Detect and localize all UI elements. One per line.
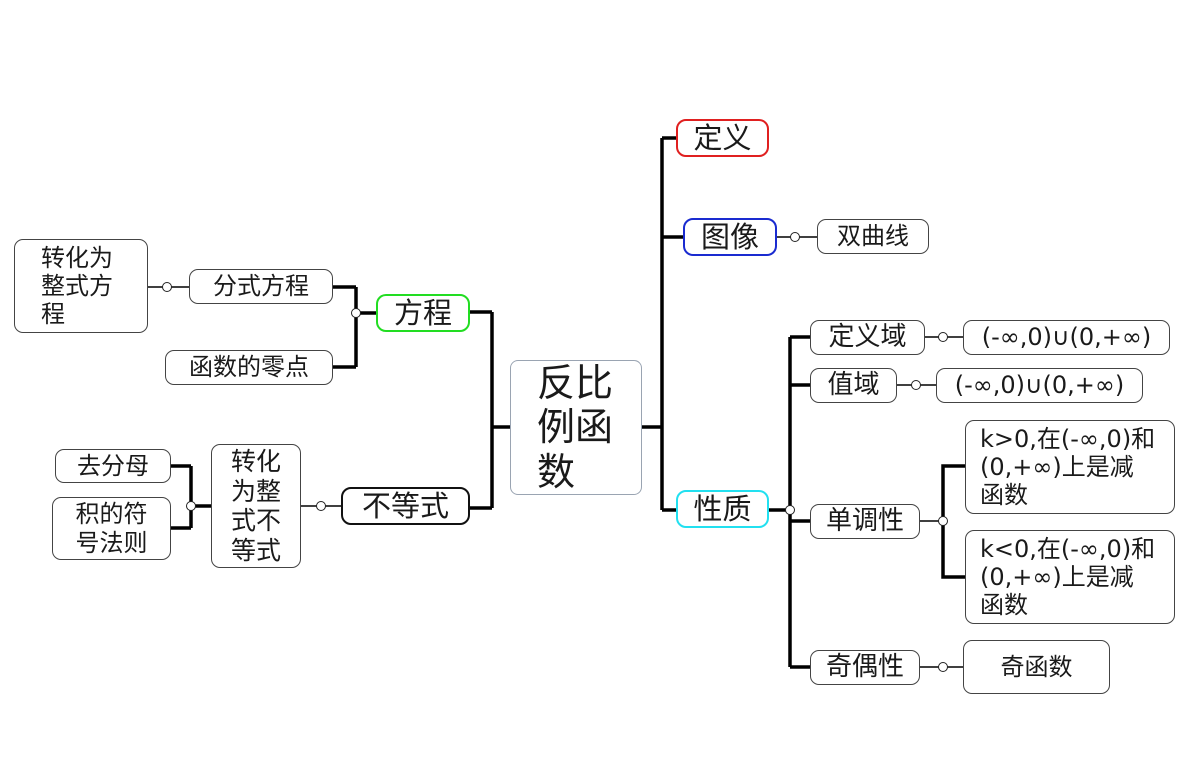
monotonicity-connector (941, 464, 965, 579)
parity-value: 奇函数 (1000, 652, 1073, 681)
monotonicity-k-negative-text: k<0,在(-∞,0)和 (0,+∞)上是减 函数 (980, 534, 1156, 620)
inequality-collapse-dot[interactable] (316, 501, 326, 511)
range-value: (-∞,0)∪(0,+∞) (954, 371, 1125, 400)
properties-label: 性质 (693, 491, 752, 526)
domain-collapse-dot[interactable] (938, 332, 948, 342)
properties-connector (769, 335, 810, 669)
properties-node[interactable]: 性质 (676, 490, 769, 528)
product-sign-rule-node[interactable]: 积的符 号法则 (52, 497, 171, 560)
inequality-node[interactable]: 不等式 (341, 487, 470, 525)
convert-to-polynomial-inequality-text: 转化 为整 式不 等式 (230, 447, 281, 565)
root-label: 反比例函数 (537, 361, 614, 494)
definition-label: 定义 (693, 120, 752, 155)
inequality-left-connector (171, 464, 211, 530)
range-node[interactable]: 值域 (810, 368, 897, 403)
remove-denominator-node[interactable]: 去分母 (55, 449, 171, 483)
graph-node[interactable]: 图像 (683, 218, 777, 256)
hyperbola-label: 双曲线 (837, 222, 909, 251)
remove-denominator-label: 去分母 (77, 451, 149, 480)
parity-value-node[interactable]: 奇函数 (963, 640, 1110, 694)
fractional-equation-label: 分式方程 (213, 272, 309, 301)
monotonicity-k-positive-node[interactable]: k>0,在(-∞,0)和 (0,+∞)上是减 函数 (965, 420, 1175, 514)
definition-node[interactable]: 定义 (676, 119, 769, 157)
parity-label: 奇偶性 (825, 652, 904, 683)
hyperbola-node[interactable]: 双曲线 (817, 219, 929, 254)
root-node[interactable]: 反比例函数 (510, 360, 642, 495)
range-label: 值域 (827, 370, 880, 401)
monotonicity-k-positive-text: k>0,在(-∞,0)和 (0,+∞)上是减 函数 (980, 424, 1156, 510)
domain-label: 定义域 (828, 322, 907, 353)
equation-connector (333, 285, 376, 369)
monotonicity-node[interactable]: 单调性 (810, 504, 920, 539)
convert-to-polynomial-equation-text: 转化为 整式方 程 (41, 243, 113, 329)
monotonicity-collapse-dot[interactable] (938, 516, 948, 526)
range-value-node[interactable]: (-∞,0)∪(0,+∞) (936, 368, 1143, 403)
monotonicity-label: 单调性 (825, 506, 904, 537)
domain-node[interactable]: 定义域 (810, 320, 925, 355)
parity-collapse-dot[interactable] (938, 662, 948, 672)
fractional-collapse-dot[interactable] (162, 282, 172, 292)
properties-collapse-dot[interactable] (785, 505, 795, 515)
graph-label: 图像 (700, 219, 759, 254)
convert-collapse-dot[interactable] (186, 501, 196, 511)
graph-collapse-dot[interactable] (790, 232, 800, 242)
equation-label: 方程 (393, 295, 452, 330)
zero-point-label: 函数的零点 (189, 353, 309, 382)
equation-node[interactable]: 方程 (376, 294, 470, 332)
monotonicity-k-negative-node[interactable]: k<0,在(-∞,0)和 (0,+∞)上是减 函数 (965, 530, 1175, 624)
zero-point-node[interactable]: 函数的零点 (165, 350, 333, 385)
root-right-connector (642, 136, 683, 512)
fractional-equation-node[interactable]: 分式方程 (189, 269, 333, 304)
inequality-label: 不等式 (361, 488, 449, 523)
range-collapse-dot[interactable] (911, 380, 921, 390)
domain-value: (-∞,0)∪(0,+∞) (981, 323, 1152, 352)
root-left-connector (470, 310, 510, 510)
convert-to-polynomial-equation-node[interactable]: 转化为 整式方 程 (14, 239, 148, 333)
equation-collapse-dot[interactable] (351, 308, 361, 318)
product-sign-rule-text: 积的符 号法则 (75, 500, 148, 557)
domain-value-node[interactable]: (-∞,0)∪(0,+∞) (963, 320, 1170, 355)
parity-node[interactable]: 奇偶性 (810, 650, 920, 685)
convert-to-polynomial-inequality-node[interactable]: 转化 为整 式不 等式 (211, 444, 301, 568)
